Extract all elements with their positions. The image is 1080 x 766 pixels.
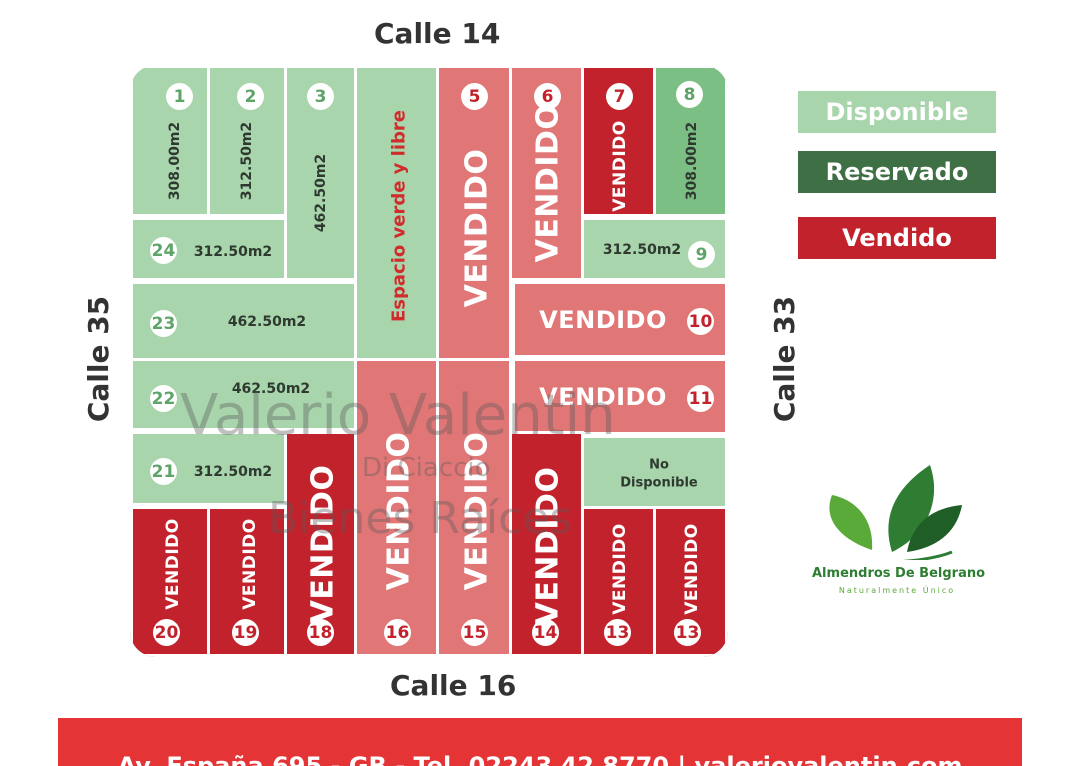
lot-number: 22: [150, 385, 177, 412]
lot-number: 16: [384, 619, 411, 646]
lot-sold-label: VENDIDO: [610, 120, 630, 212]
lot-sold-label: VENDIDO: [459, 431, 495, 591]
lot-19[interactable]: VENDIDO 19: [207, 506, 287, 657]
lot-2[interactable]: 2 312.50m2: [207, 65, 287, 217]
lot-number: 13: [604, 619, 631, 646]
lot-number: 11: [687, 385, 714, 412]
lot-sold-label: VENDIDO: [530, 103, 566, 263]
lot-area: 462.50m2: [313, 153, 329, 233]
brand-logo: Almendros De Belgrano Naturalmente Único: [812, 460, 986, 610]
green-space-label: Espacio verde y libre: [388, 109, 410, 323]
legend-vendido: Vendido: [798, 217, 996, 259]
lot-1[interactable]: 1 308.00m2: [130, 65, 210, 217]
legend-reservado: Reservado: [798, 151, 996, 193]
lot-sold-label: VENDIDO: [610, 523, 630, 615]
lot-area: 312.50m2: [602, 242, 682, 258]
lot-23[interactable]: 23 462.50m2: [130, 281, 357, 361]
lot-sold-label: VENDIDO: [381, 431, 417, 591]
lot-12[interactable]: No Disponible: [581, 435, 728, 509]
legend-disponible: Disponible: [798, 91, 996, 133]
footer-contact: Av. España 695 - GB - Tel. 02243 42 8770…: [117, 752, 963, 766]
lot-3[interactable]: 3 462.50m2: [284, 65, 357, 281]
leaves-icon: [829, 465, 962, 565]
lot-number: 23: [150, 310, 177, 337]
lot-area: 462.50m2: [231, 381, 311, 397]
street-left: Calle 35: [82, 295, 116, 423]
lot-21[interactable]: 21 312.50m2: [130, 431, 287, 506]
lot-number: 21: [150, 458, 177, 485]
lot-number: 1: [166, 83, 193, 110]
lot-9[interactable]: 312.50m2 9: [581, 217, 728, 281]
lot-area: 462.50m2: [227, 314, 307, 330]
lot-6[interactable]: 6 VENDIDO: [509, 65, 584, 281]
lot-unavailable-label: No Disponible: [620, 457, 698, 490]
lot-number: 19: [232, 619, 259, 646]
lot-area: 308.00m2: [167, 121, 183, 201]
lot-13-number-value: 13: [675, 622, 700, 643]
lot-number: 10: [687, 308, 714, 335]
lot-sold-label: VENDIDO: [539, 306, 667, 334]
lot-number: 3: [307, 83, 334, 110]
brand-name: Almendros De Belgrano: [812, 566, 986, 581]
lot-number: 24: [150, 237, 177, 264]
lot-sold-label-13: VENDIDO: [682, 523, 702, 615]
lot-24[interactable]: 24 312.50m2: [130, 217, 287, 281]
street-right: Calle 33: [768, 295, 802, 423]
lot-sold-label: VENDIDO: [240, 518, 260, 610]
lot-number: 6: [534, 83, 561, 110]
legend-label: Vendido: [842, 224, 952, 252]
lot-sold-label: VENDIDO: [163, 518, 183, 610]
lot-20[interactable]: VENDIDO 20: [130, 506, 210, 657]
street-bottom: Calle 16: [390, 669, 517, 702]
lot-area: 312.50m2: [193, 464, 273, 480]
lot-17[interactable]: VENDIDO 16: [354, 358, 439, 657]
lot-number: 14: [532, 619, 559, 646]
legend-label: Reservado: [825, 158, 969, 186]
lot-number: 20: [153, 619, 180, 646]
lot-16[interactable]: VENDIDO 15: [436, 358, 512, 657]
lot-10[interactable]: VENDIDO 10: [512, 281, 728, 358]
lot-18[interactable]: VENDIDO 18: [284, 431, 357, 657]
lot-sold-label: VENDIDO: [530, 466, 566, 626]
lot-5[interactable]: 5 VENDIDO: [436, 65, 512, 361]
lot-number: 7: [606, 83, 633, 110]
lot-area: 312.50m2: [193, 244, 273, 260]
lot-number: 5: [461, 83, 488, 110]
lot-number: 15: [461, 619, 488, 646]
lot-7[interactable]: 7 VENDIDO: [581, 65, 656, 217]
legend-label: Disponible: [825, 98, 969, 126]
lot-15[interactable]: VENDIDO 14: [509, 431, 584, 657]
lot-8[interactable]: 8 308.00m2: [653, 65, 728, 217]
street-top: Calle 14: [374, 17, 501, 50]
lot-14[interactable]: VENDIDO 13: [581, 506, 656, 657]
lot-sold-label: VENDIDO: [459, 148, 495, 308]
lot-11[interactable]: VENDIDO 11: [512, 358, 728, 435]
lot-area: 308.00m2: [684, 121, 700, 201]
lot-22[interactable]: 22 462.50m2: [130, 358, 357, 431]
lot-area: 312.50m2: [239, 121, 255, 201]
brand-tagline: Naturalmente Único: [838, 586, 956, 595]
green-space[interactable]: Espacio verde y libre: [354, 65, 439, 361]
lot-map: 1 308.00m2 2 312.50m2 3 462.50m2 Espacio…: [130, 65, 728, 657]
lot-sold-label: VENDIDO: [539, 383, 667, 411]
lot-number: 2: [237, 83, 264, 110]
lot-number: 8: [676, 81, 703, 108]
lot-sold-label: VENDIDO: [305, 464, 341, 624]
lot-number: 18: [307, 619, 334, 646]
lot-number: 9: [688, 241, 715, 268]
